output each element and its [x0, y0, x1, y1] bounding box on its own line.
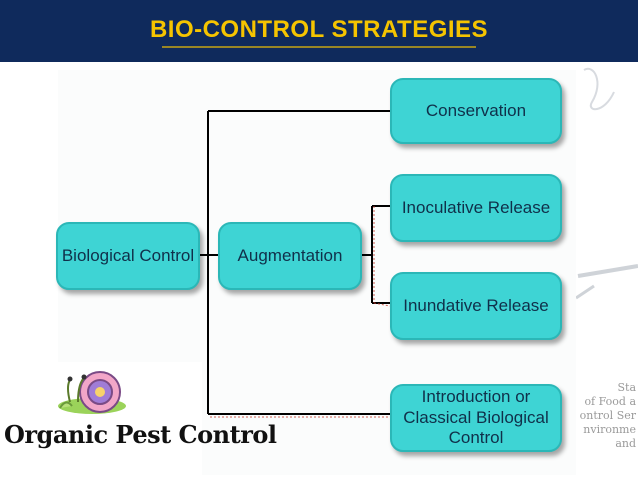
inoculative-release-node: Inoculative Release [390, 174, 562, 242]
background-text-3: ontrol Ser [579, 409, 636, 422]
conservation-node: Conservation [390, 78, 562, 144]
title-underline [162, 46, 476, 48]
augmentation-node: Augmentation [218, 222, 362, 290]
background-text-4: nvironme [583, 423, 636, 436]
logo-text: Organic Pest Control [4, 420, 277, 449]
background-text-2: of Food a [584, 395, 636, 408]
background-sketch [575, 67, 638, 300]
inundative-release-node: Inundative Release [390, 272, 562, 340]
title-bar: BIO-CONTROL STRATEGIES [0, 0, 638, 62]
biological-control-node: Biological Control [56, 222, 200, 290]
slide-title: BIO-CONTROL STRATEGIES [149, 16, 489, 43]
background-text-5: and [615, 437, 636, 450]
classical-biological-control-node: Introduction or Classical Biological Con… [390, 384, 562, 452]
organic-pest-control-logo [0, 362, 202, 478]
background-text-1: Sta [617, 381, 636, 394]
snail-icon [58, 371, 126, 414]
